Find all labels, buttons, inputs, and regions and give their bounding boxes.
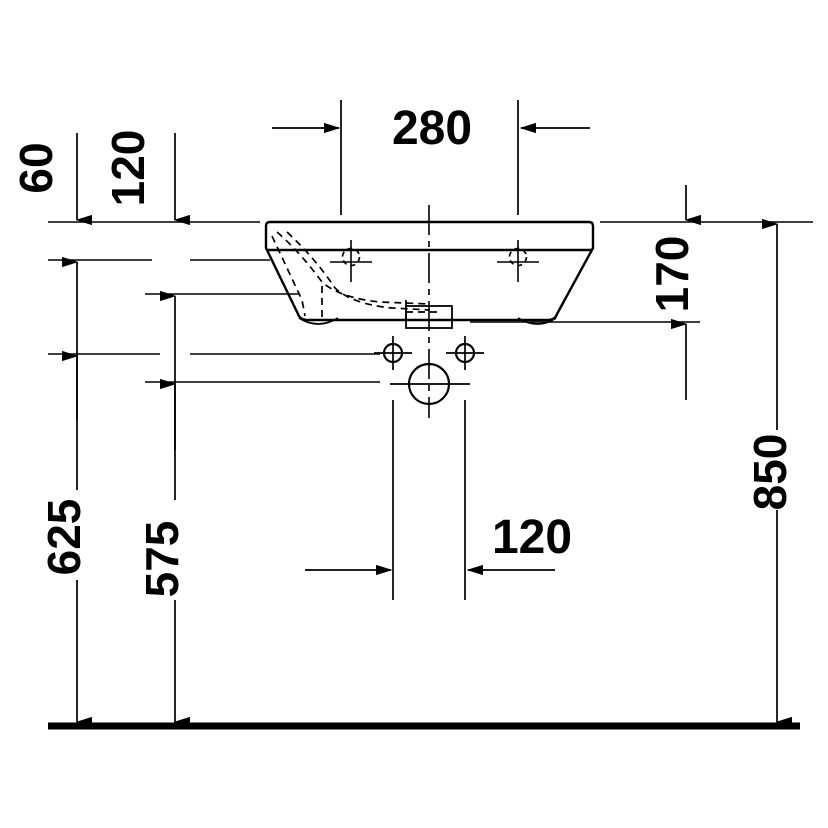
supply-hole-right (446, 336, 484, 370)
dimension-120-bottom (305, 400, 555, 600)
dim-60-label: 60 (10, 142, 62, 193)
basin-hidden-detail-group (271, 231, 438, 324)
basin-outline (264, 220, 595, 322)
overflow-hidden-outline-a (276, 231, 431, 305)
waste-hole-center (390, 362, 470, 406)
basin-body-path (264, 220, 595, 322)
dimension-280 (272, 100, 590, 215)
dim-170-label: 170 (646, 236, 698, 313)
tap-hole-left (330, 240, 372, 282)
waste-hidden-detail (405, 300, 438, 324)
supply-hole-left (374, 336, 412, 370)
dim-120-bottom-label: 120 (492, 511, 572, 564)
tap-hole-right (497, 240, 539, 282)
dim-280-label: 280 (392, 102, 472, 155)
connection-holes-group (374, 336, 484, 406)
dim-625-label: 625 (38, 499, 90, 576)
dim-850-label: 850 (744, 434, 796, 511)
bowl-hidden-slope (271, 235, 306, 317)
basin-foot-left (298, 317, 339, 325)
reference-lines-group (48, 221, 813, 383)
basin-foot-right (517, 317, 557, 325)
dim-575-label: 575 (136, 521, 188, 598)
overflow-hidden-outline-b (286, 231, 431, 311)
dim-120-top-label: 120 (102, 130, 154, 207)
tap-holes-group (330, 240, 539, 282)
